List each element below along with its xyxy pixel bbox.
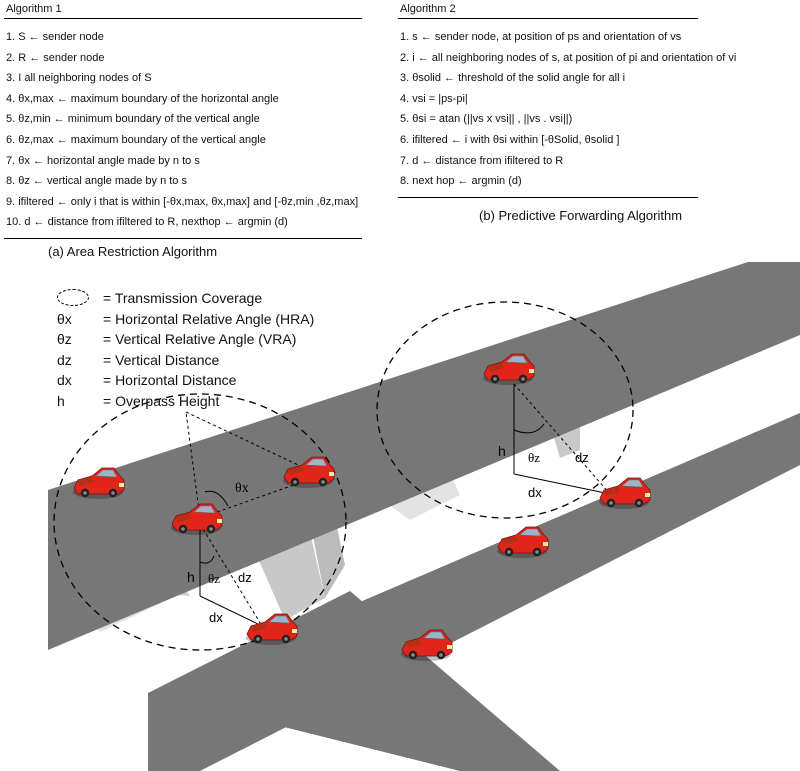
overpass-road	[48, 262, 800, 650]
theta-x-arc	[204, 490, 229, 507]
coverage-circle-right	[376, 301, 634, 519]
theta-z-label-right: θz	[528, 450, 540, 465]
legend-row: dz= Vertical Distance	[57, 351, 220, 368]
algorithm-1-line: 8. θz ← vertical angle made by n to s	[6, 175, 187, 188]
algorithm-1-line: 3. I all neighboring nodes of S	[6, 72, 152, 85]
algorithm-2-line: 3. θsolid ← threshold of the solid angle…	[400, 72, 626, 85]
algorithm-1-line: 6. θz,max ← maximum boundary of the vert…	[6, 133, 266, 146]
algorithm-2-box: Algorithm 2 1. s ← sender node, at posit…	[398, 0, 737, 198]
dz-label-right: dz	[575, 450, 589, 465]
theta-z-arc-right	[513, 423, 545, 434]
algorithm-2-line: 1. s ← sender node, at position of ps an…	[400, 31, 682, 43]
algorithm-2-line: 4. vsi = |ps-pi|	[400, 92, 468, 105]
car-icon	[598, 477, 651, 510]
algorithm-1-line: 9. ifiltered ← only i that is within [-θ…	[6, 195, 359, 208]
algorithm-2-line: 7. d ← distance from ifiltered to R	[400, 154, 564, 167]
lower-road-cross	[148, 591, 560, 771]
legend-row: θx= Horizontal Relative Angle (HRA)	[57, 310, 315, 327]
algorithm-1-line: 2. R ← sender node	[6, 51, 105, 64]
dz-line-left	[199, 523, 263, 627]
algorithm-1-lines: 1. S ← sender node 2. R ← sender node 3.…	[4, 27, 362, 239]
algorithm-1-line: 1. S ← sender node	[6, 31, 104, 43]
algorithm-1-title: Algorithm 1	[4, 0, 362, 19]
legend-row: h= Overpass Height	[57, 392, 220, 409]
h-label-left: h	[187, 569, 195, 585]
theta-z-arc-left	[199, 555, 215, 564]
algorithm-1-caption: (a) Area Restriction Algorithm	[48, 244, 218, 259]
algorithm-1-line: 7. θx ← horizontal angle made by n to s	[6, 154, 200, 167]
dx-line-left	[199, 595, 263, 627]
algorithm-2-line: 2. i ← all neighboring nodes of s, at po…	[400, 51, 737, 64]
car-icon	[245, 613, 298, 646]
dashed-circle-icon	[57, 289, 89, 307]
dx-label-left: dx	[209, 610, 223, 625]
legend: = Transmission Coverage θx= Horizontal R…	[57, 288, 314, 411]
legend-row: = Transmission Coverage	[57, 288, 314, 309]
dz-label-left: dz	[238, 570, 252, 585]
algorithm-1-box: Algorithm 1 1. S ← sender node 2. R ← se…	[4, 0, 362, 239]
algorithm-1-line: 5. θz,min ← minimum boundary of the vert…	[6, 113, 260, 126]
algorithm-1-line: 4. θx,max ← maximum boundary of the hori…	[6, 92, 279, 105]
legend-row: θz= Vertical Relative Angle (VRA)	[57, 331, 297, 347]
theta-x-label: θx	[235, 481, 249, 496]
algorithm-2-title: Algorithm 2	[398, 0, 698, 19]
car-icon	[496, 526, 549, 559]
algorithm-2-line: 5. θsi = atan (||vs x vsi|| , ||vs . vsi…	[400, 113, 573, 126]
dx-line-right	[513, 473, 611, 495]
algorithm-2-lines: 1. s ← sender node, at position of ps an…	[398, 27, 737, 198]
car-icon	[72, 467, 125, 500]
algorithm-2-line: 8. next hop ← argmin (d)	[400, 175, 522, 188]
dz-line-right	[513, 383, 611, 495]
h-label-right: h	[498, 443, 506, 459]
algorithm-2-line: 6. ifiltered ← i with θsi within [-θSoli…	[400, 133, 620, 146]
algorithm-2-caption: (b) Predictive Forwarding Algorithm	[479, 208, 683, 223]
dx-label-right: dx	[528, 485, 542, 500]
legend-row: dx= Horizontal Distance	[57, 372, 237, 388]
theta-z-label-left: θz	[208, 571, 220, 586]
coverage-circle-left	[53, 393, 347, 651]
algorithm-1-line: 10. d ← distance from ifiltered to R, ne…	[6, 216, 288, 229]
